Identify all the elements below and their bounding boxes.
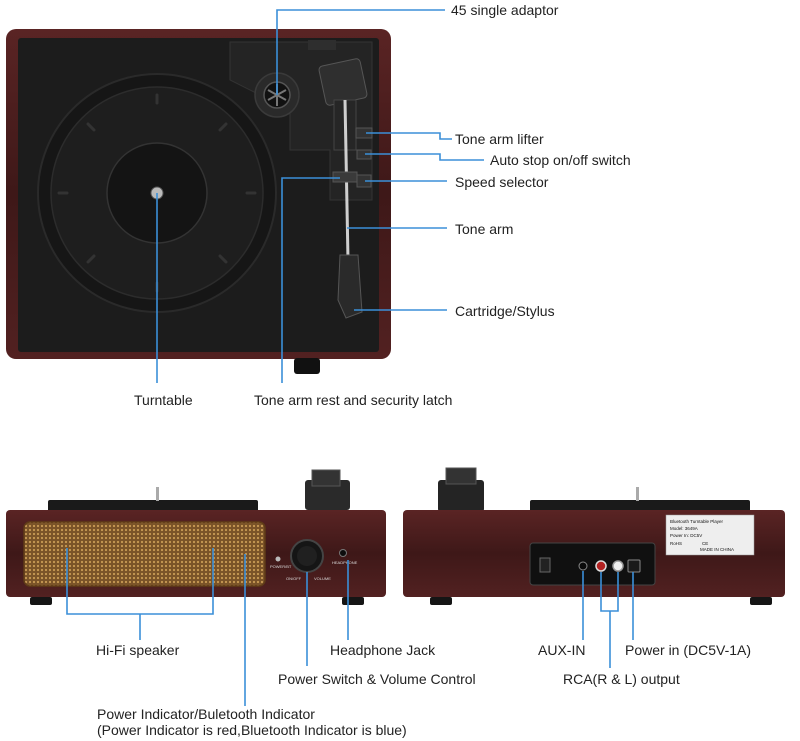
power-indicator-led (275, 556, 281, 562)
label-adaptor: 45 single adaptor (451, 2, 559, 18)
sticker-title: Bluetooth Turntable Player (670, 519, 724, 524)
label-hifi-speaker: Hi-Fi speaker (96, 642, 180, 658)
label-cartridge: Cartridge/Stylus (455, 303, 555, 319)
hinge-tab (308, 40, 336, 50)
volume-knob-top (294, 358, 320, 374)
back-switch (539, 557, 551, 573)
back-view-callouts (582, 571, 634, 668)
top-view-turntable (6, 29, 391, 374)
front-view-callouts (66, 548, 349, 706)
front-view-turntable: POWER/BT ON/OFF VOLUME HEADPHONE (6, 469, 386, 605)
spec-sticker (665, 514, 755, 556)
back-foot-right (750, 597, 772, 605)
aux-in-jack (578, 561, 588, 571)
counterweight (318, 58, 368, 106)
panel-on-off: ON/OFF (286, 576, 302, 581)
label-power-volume: Power Switch & Volume Control (278, 671, 476, 687)
label-tone-arm: Tone arm (455, 221, 513, 237)
back-jack-panel (529, 542, 656, 586)
rca-left-jack (612, 560, 624, 572)
label-power-in: Power in (DC5V-1A) (625, 642, 751, 658)
spindle-front (156, 487, 159, 501)
headshell (337, 254, 363, 319)
platter-edge (48, 500, 258, 512)
label-indicator-line2: (Power Indicator is red,Bluetooth Indica… (97, 722, 407, 738)
sticker-power: Power In: DC5V (670, 533, 702, 538)
label-aux-in: AUX-IN (538, 642, 585, 658)
sticker-rohs: RoHS (670, 541, 682, 546)
rca-right-jack (595, 560, 607, 572)
label-arm-rest: Tone arm rest and security latch (254, 392, 452, 408)
panel-power-bt: POWER/BT (270, 564, 292, 569)
front-foot-right (342, 597, 364, 605)
back-tonearm-base (438, 480, 484, 512)
headphone-jack (339, 549, 347, 557)
panel-headphone: HEADPHONE (332, 560, 358, 565)
front-foot-left (30, 597, 52, 605)
label-turntable: Turntable (134, 392, 193, 408)
sticker-model: Model: 3649A (670, 526, 698, 531)
arm-rest (332, 171, 358, 183)
back-platter-edge (530, 500, 750, 512)
tonearm-front-weight (311, 469, 341, 487)
back-tonearm-weight (445, 467, 477, 485)
sticker-ce: CE (702, 541, 708, 546)
tonearm-front-base (305, 480, 350, 510)
label-arm-lifter: Tone arm lifter (455, 131, 544, 147)
top-view-callouts (156, 9, 484, 383)
label-rca-output: RCA(R & L) output (563, 671, 680, 687)
label-headphone-jack: Headphone Jack (330, 642, 436, 658)
panel-volume: VOLUME (314, 576, 331, 581)
back-spindle (636, 487, 639, 501)
sticker-origin: MADE IN CHINA (700, 547, 734, 552)
back-foot-left (430, 597, 452, 605)
speaker-grille (23, 521, 266, 587)
dc-power-jack (627, 559, 641, 573)
label-speed-selector: Speed selector (455, 174, 549, 190)
back-view-turntable: Bluetooth Turntable Player Model: 3649A … (403, 467, 785, 605)
volume-knob-cap (297, 546, 317, 566)
label-indicator-line1: Power Indicator/Buletooth Indicator (97, 706, 315, 722)
label-auto-stop: Auto stop on/off switch (490, 152, 631, 168)
